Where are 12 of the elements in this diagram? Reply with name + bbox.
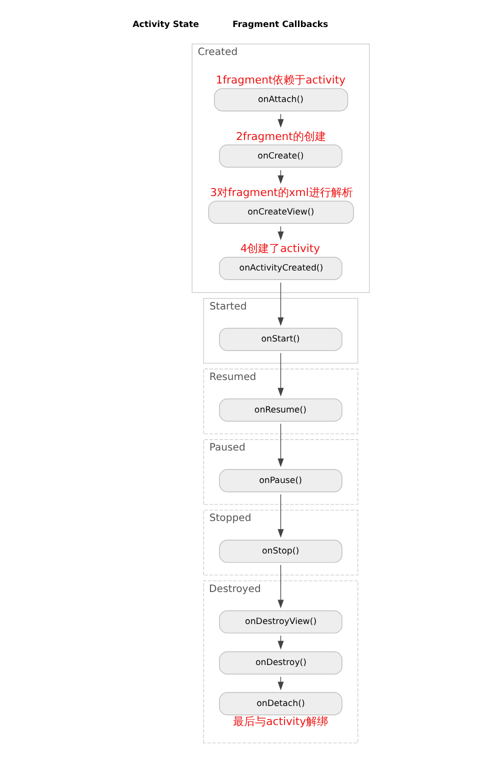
arrow	[277, 352, 284, 397]
arrow	[277, 564, 284, 608]
node-label: 1fragment依赖于activity	[215, 74, 345, 87]
arrow	[277, 423, 284, 468]
label: Activity State	[132, 20, 198, 30]
label: Fragment Callbacks	[232, 20, 328, 30]
node-label: 2fragment的创建	[236, 130, 326, 143]
arrow	[277, 494, 284, 538]
node-label: 3对fragment的xml进行解析	[210, 186, 352, 200]
arrow	[277, 282, 284, 326]
node-label: 4创建了activity	[240, 242, 320, 256]
node-label: 最后与activity解绑	[232, 714, 328, 728]
